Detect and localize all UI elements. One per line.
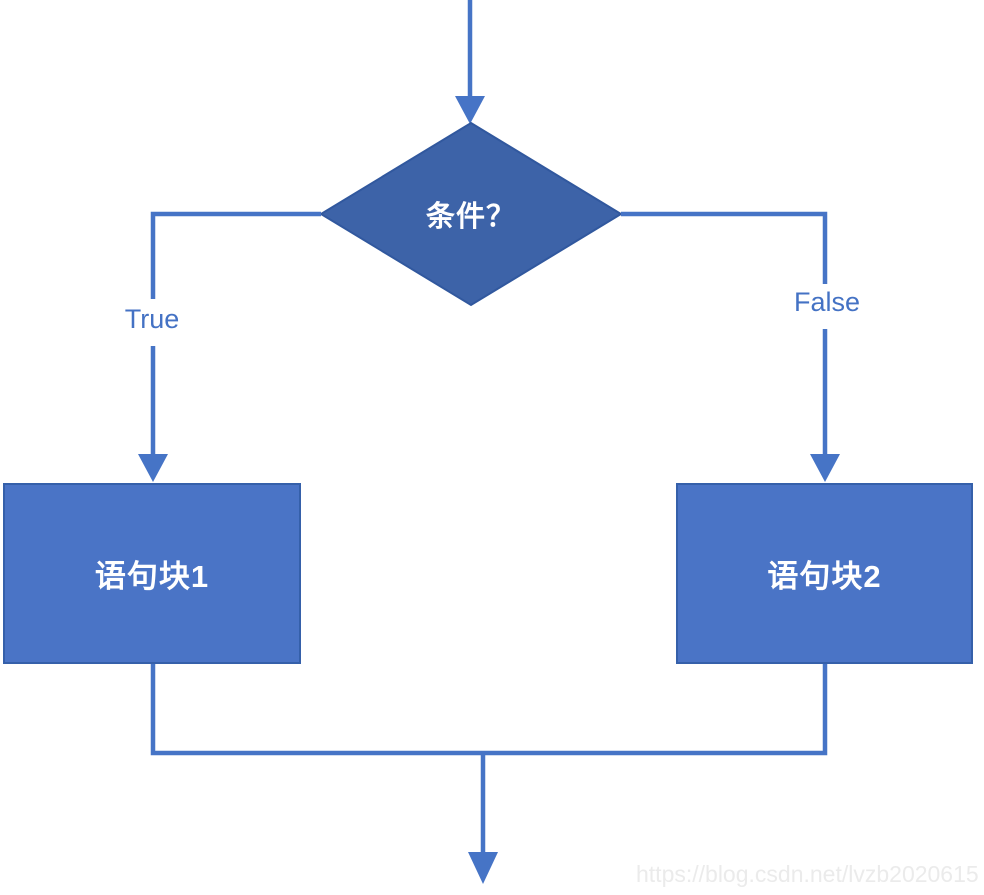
decision-diamond [319,121,623,307]
true-branch-connector-upper [150,211,321,299]
false-branch-connector-upper [621,211,828,284]
statement-block-1-label: 语句块1 [94,559,210,594]
merge-connector [150,664,828,756]
statement-block-1: 语句块1 [3,483,301,664]
exit-arrowhead-icon [468,852,498,884]
true-branch-arrowhead-icon [138,454,168,482]
statement-block-2: 语句块2 [676,483,973,664]
entry-arrowhead-icon [455,96,485,124]
statement-block-2-label: 语句块2 [767,559,882,594]
false-branch-arrowhead-icon [810,454,840,482]
